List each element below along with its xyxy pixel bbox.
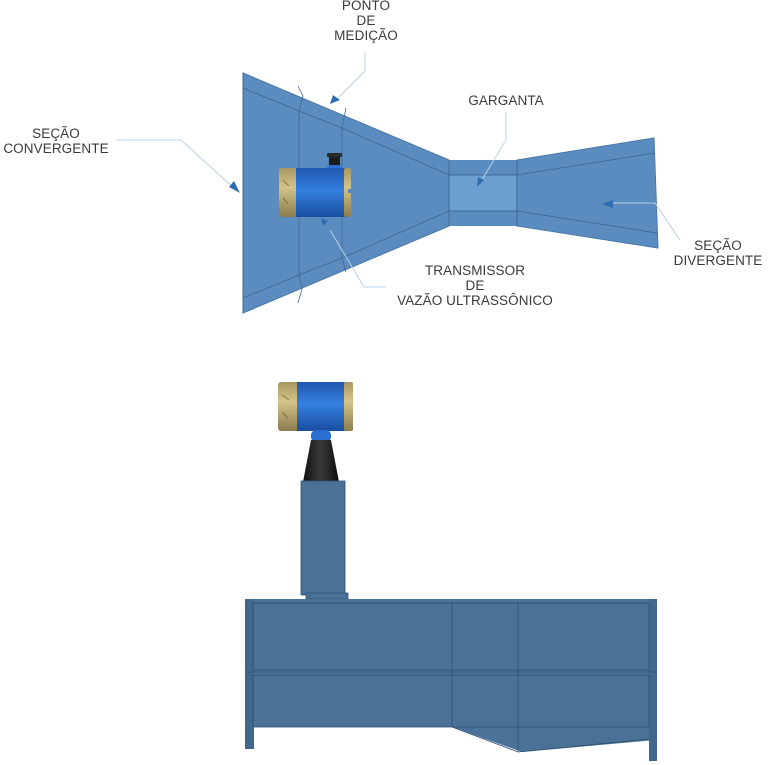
leader-lines: [116, 52, 681, 288]
flume-body: [246, 599, 656, 752]
arrow-transmitter-icon: [321, 218, 328, 226]
label-line: DE: [356, 13, 376, 28]
label-line: CONVERGENTE: [3, 141, 109, 156]
label-line: DE: [465, 278, 485, 293]
arrowheads: [229, 95, 613, 226]
label-line: SEÇÃO: [32, 126, 80, 141]
label-line: VAZÃO ULTRASSÔNICO: [397, 293, 553, 308]
leader-throat: [479, 112, 507, 184]
label-divergent-section: SEÇÃO DIVERGENTE: [668, 238, 768, 268]
arrow-throat-icon: [477, 177, 484, 187]
label-line: MEDIÇÃO: [334, 28, 398, 43]
label-throat: GARGANTA: [460, 93, 552, 108]
leader-divergent: [610, 202, 681, 241]
side-view: [245, 382, 657, 761]
divergent-section: [516, 137, 659, 249]
arrow-measurement-point-icon: [330, 95, 340, 104]
label-convergent-section: SEÇÃO CONVERGENTE: [0, 126, 112, 156]
mounting-column: [300, 480, 346, 596]
arrow-convergent-icon: [229, 181, 240, 193]
sensor-cone: [303, 440, 339, 482]
label-measurement-point: PONTO DE MEDIÇÃO: [334, 0, 398, 43]
arrow-divergent-icon: [602, 200, 613, 208]
label-line: PONTO: [341, 0, 391, 13]
right-post: [649, 599, 657, 761]
column-base: [305, 592, 349, 600]
ultrasonic-transmitter-top: [279, 153, 351, 217]
label-line: TRANSMISSOR: [424, 263, 526, 278]
label-line: GARGANTA: [468, 93, 544, 108]
leader-transmitter: [329, 229, 386, 288]
label-line: DIVERGENTE: [673, 253, 763, 268]
label-line: SEÇÃO: [694, 238, 742, 253]
ultrasonic-transmitter-side: [278, 382, 353, 482]
wall-edges: [242, 73, 658, 313]
flume-panel-lines: [246, 602, 656, 753]
leader-measurement-point: [335, 52, 366, 101]
label-ultrasonic-transmitter: TRANSMISSOR DE VAZÃO ULTRASSÔNICO: [390, 263, 560, 308]
left-post: [245, 599, 254, 749]
top-view: [242, 72, 659, 314]
leader-convergent: [116, 139, 237, 191]
